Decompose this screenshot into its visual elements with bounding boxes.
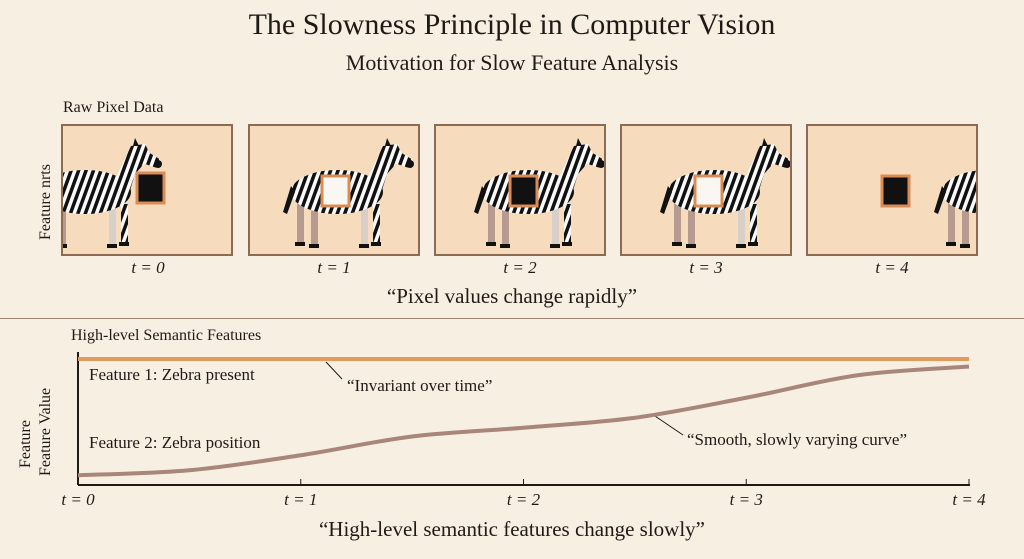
semantic-heading: High-level Semantic Features xyxy=(71,327,262,344)
frame-t2 xyxy=(434,124,606,256)
frame-label-3: t = 3 xyxy=(689,258,723,277)
raw-pixel-heading: Raw Pixel Data xyxy=(63,99,164,116)
x-tick-label: t = 1 xyxy=(284,490,318,509)
annotation-invariant: “Invariant over time” xyxy=(347,376,493,395)
section-divider xyxy=(0,318,1024,319)
diagram-subtitle: Motivation for Slow Feature Analysis xyxy=(345,50,679,75)
x-tick-label: t = 3 xyxy=(729,490,763,509)
annotation-smooth: “Smooth, slowly varying curve” xyxy=(687,430,908,449)
zebra-frame-1 xyxy=(283,138,414,248)
annotation-leader-1 xyxy=(325,361,343,380)
semantic-caption: “High-level semantic features change slo… xyxy=(318,517,705,541)
x-tick-label: t = 0 xyxy=(61,490,95,509)
frame-t0 xyxy=(61,124,233,256)
frame-label-4: t = 4 xyxy=(875,258,909,277)
feature1-label: Feature 1: Zebra present xyxy=(89,365,255,384)
pixel-square xyxy=(693,174,724,208)
frame-label-1: t = 1 xyxy=(317,258,351,277)
pixel-square xyxy=(135,171,166,205)
feature2-label: Feature 2: Zebra position xyxy=(89,433,261,452)
frame-t3 xyxy=(620,124,792,256)
x-tick-label: t = 4 xyxy=(952,490,986,509)
frame-label-2: t = 2 xyxy=(503,258,537,277)
x-tick-label: t = 2 xyxy=(506,490,541,509)
zebra-frame-2 xyxy=(474,138,604,248)
pixel-square xyxy=(880,174,911,208)
pixel-square xyxy=(320,174,351,208)
diagram-title: The Slowness Principle in Computer Visio… xyxy=(248,8,776,41)
zebra-frame-3 xyxy=(660,138,790,248)
frame-t1 xyxy=(248,124,420,256)
annotation-leader-2 xyxy=(651,413,684,436)
pixel-square xyxy=(508,174,539,208)
frame-t4 xyxy=(806,124,978,256)
raw-caption: “Pixel values change rapidly” xyxy=(386,284,638,308)
zebra-frame-0 xyxy=(63,138,166,248)
frame-label-0: t = 0 xyxy=(131,258,165,277)
feature2-curve xyxy=(77,364,970,478)
zebra-frame-4 xyxy=(880,138,976,248)
